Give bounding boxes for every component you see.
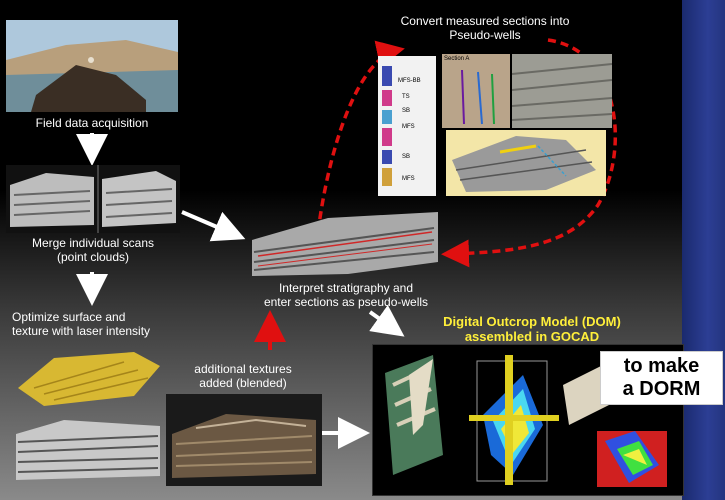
dom-model-image <box>372 344 684 496</box>
outcrop-strip-photo <box>512 54 612 128</box>
column-tag-4: MFS <box>402 124 415 130</box>
column-tag-5: SB <box>402 154 411 160</box>
interpret-image <box>248 210 443 280</box>
dom-title-line2: assembled in GOCAD <box>464 329 600 344</box>
section-photo: Section A <box>442 54 510 128</box>
blended-texture-image <box>166 394 322 486</box>
column-tag-2: TS <box>402 94 410 100</box>
interpret-label-line1: Interpret stratigraphy and <box>278 281 414 295</box>
merge-label: Merge individual scans (point clouds) <box>6 236 180 264</box>
column-tag-1: MFS-BB <box>398 78 421 84</box>
section-photo-title: Section A <box>444 56 470 62</box>
convert-label-line2: Pseudo-wells <box>449 28 521 42</box>
dorm-callout: to make a DORM <box>600 351 723 405</box>
field-photo <box>6 20 178 112</box>
dorm-callout-line1: to make <box>623 355 700 377</box>
arrow-interpret-to-convert <box>316 40 405 233</box>
dorm-callout-line2: a DORM <box>622 378 701 400</box>
merge-scans-image <box>6 165 180 233</box>
laser-surface-image <box>14 348 164 408</box>
merge-label-line2: (point clouds) <box>56 250 130 264</box>
optimize-label: Optimize surface and texture with laser … <box>12 310 184 338</box>
textures-label-line1: additional textures <box>194 362 292 376</box>
textures-label-line2: added (blended) <box>199 376 287 390</box>
convert-label: Convert measured sections into Pseudo-we… <box>380 14 590 42</box>
arrow-interpret-to-dom <box>368 305 405 337</box>
optimize-label-line1: Optimize surface and <box>12 310 126 324</box>
column-tag-3: SB <box>402 108 411 114</box>
intensity-texture-image <box>14 412 162 486</box>
interpret-label-line2: enter sections as pseudo-wells <box>263 295 429 309</box>
optimize-label-line2: texture with laser intensity <box>12 324 151 338</box>
field-label: Field data acquisition <box>35 116 149 130</box>
dom-title: Digital Outcrop Model (DOM) assembled in… <box>412 314 652 344</box>
measured-section-column: MFS-BB TS SB MFS SB MFS <box>378 56 436 196</box>
pseudo-wells-3d-image <box>446 130 606 196</box>
arrow-merge-to-interpret <box>181 210 246 242</box>
convert-label-line1: Convert measured sections into <box>400 14 570 28</box>
merge-label-line1: Merge individual scans <box>31 236 155 250</box>
dom-title-line1: Digital Outcrop Model (DOM) <box>443 314 621 329</box>
slide-sidebar <box>682 0 725 500</box>
column-tag-6: MFS <box>402 176 415 182</box>
textures-label: additional textures added (blended) <box>178 362 308 390</box>
interpret-label: Interpret stratigraphy and enter section… <box>240 281 452 309</box>
